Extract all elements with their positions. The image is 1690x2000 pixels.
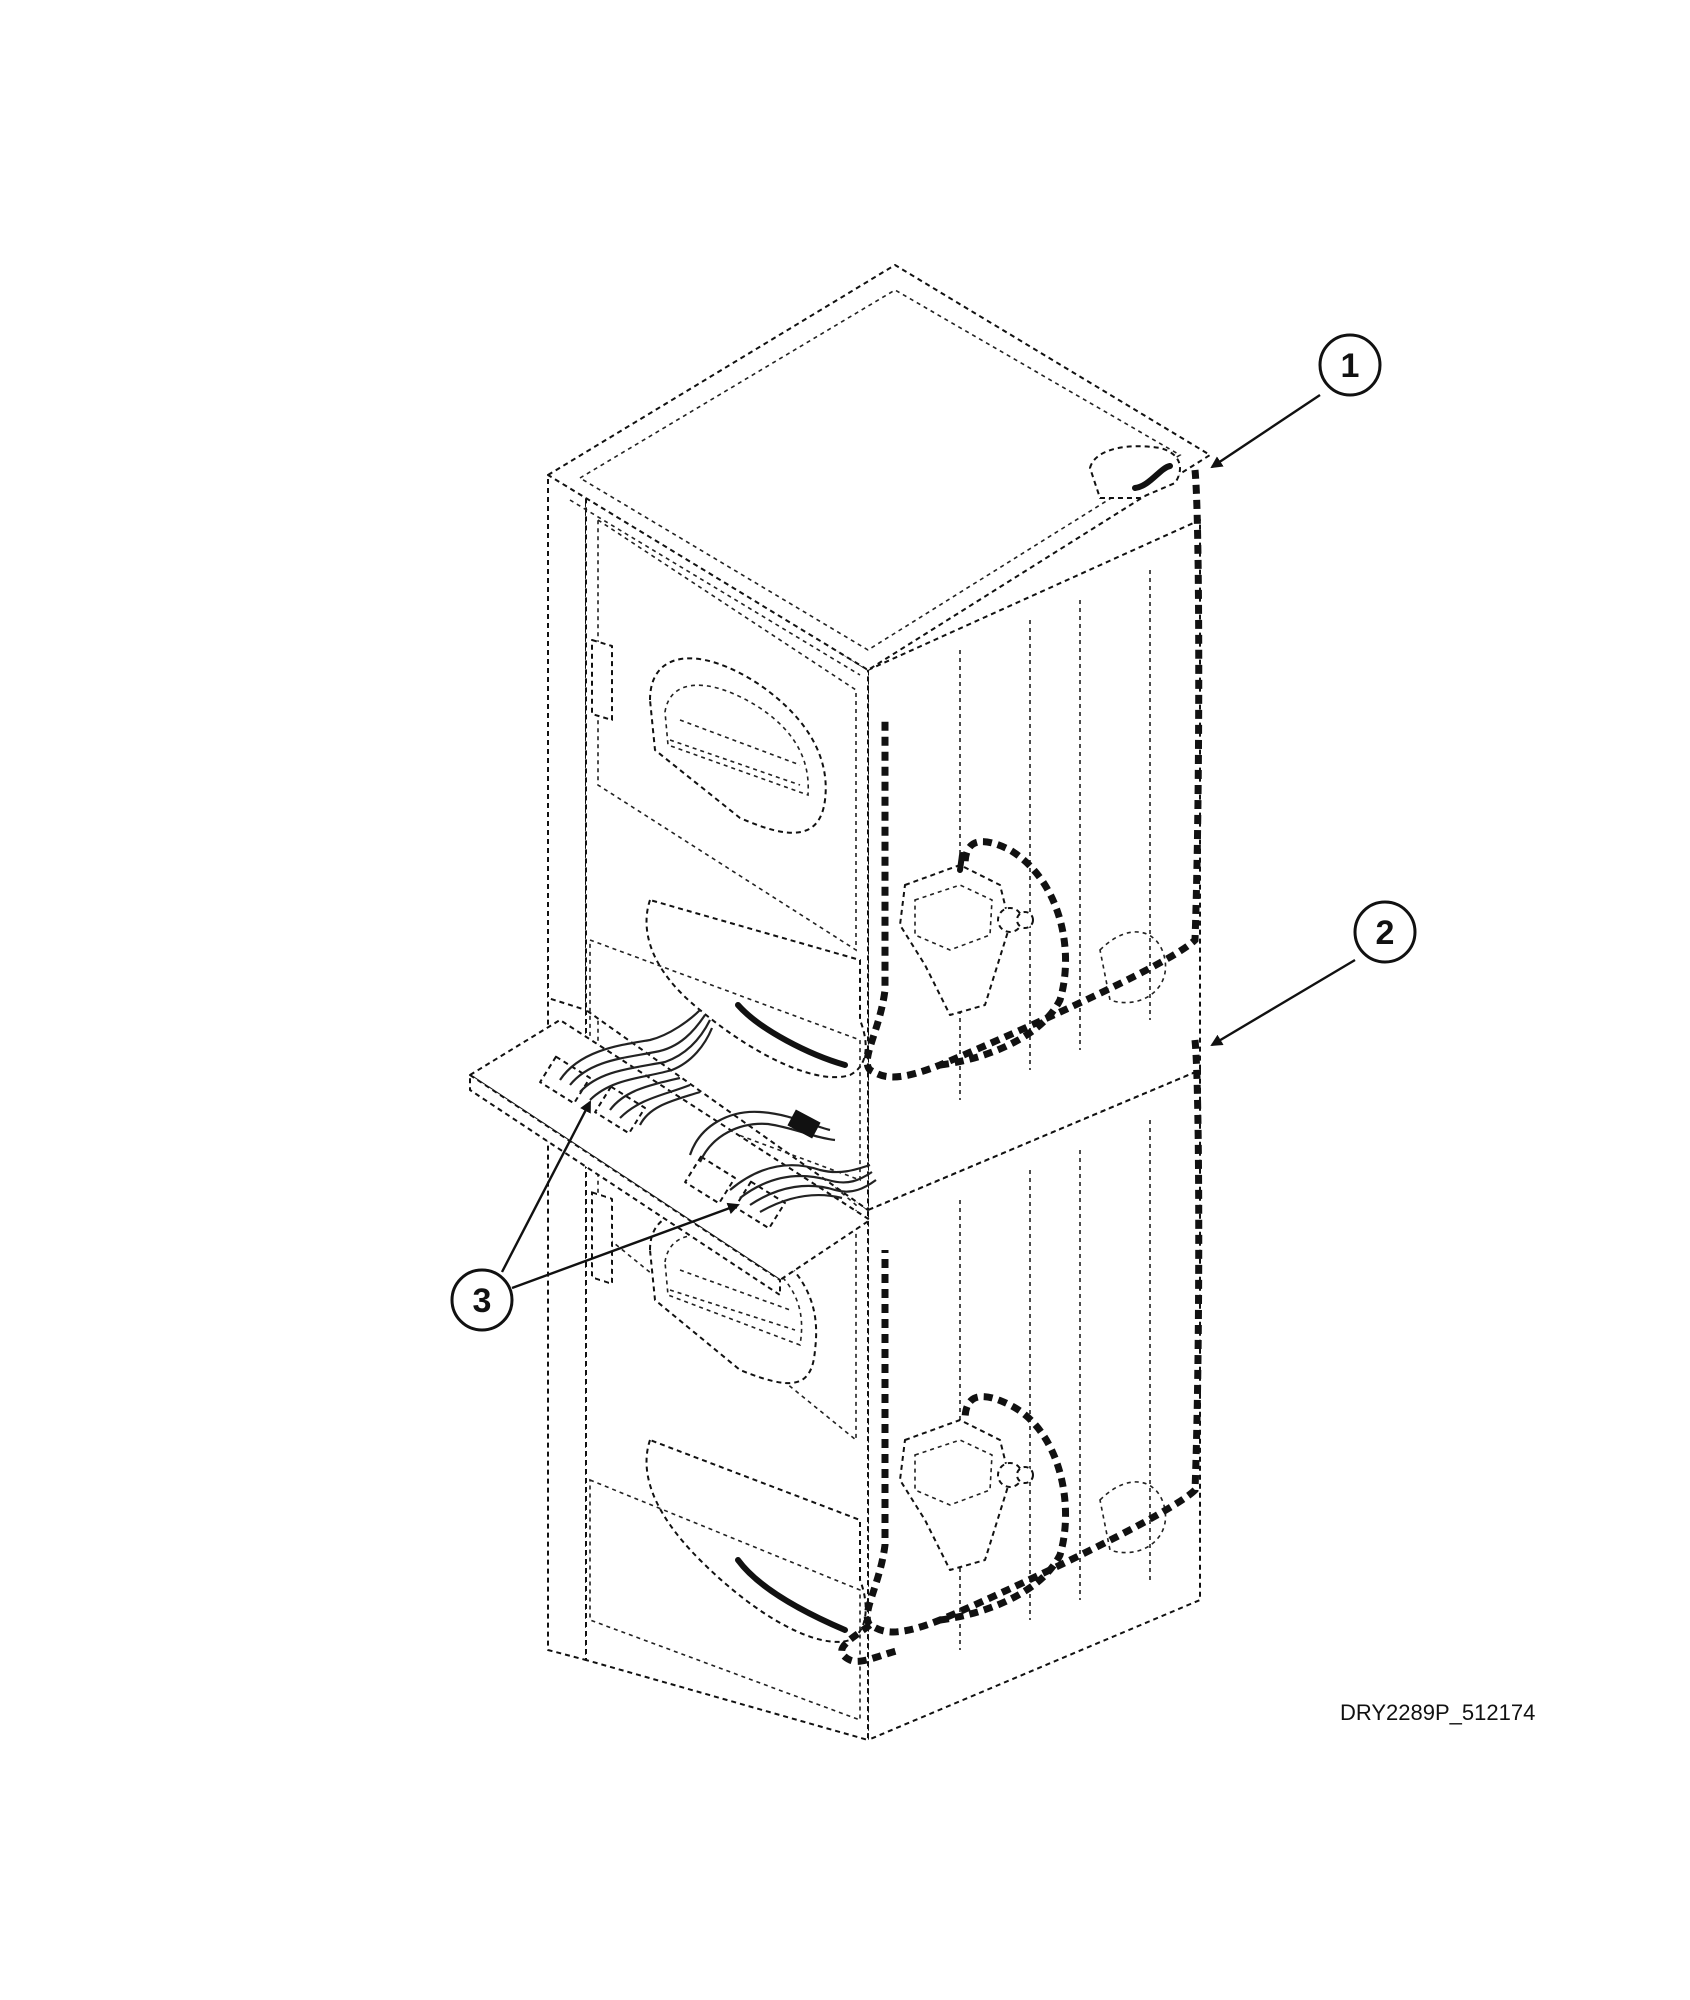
power-cord-route-lower: [735, 1039, 1203, 1665]
upper-dryer-motor: [899, 864, 1011, 1016]
callout-3: 3: [450, 1100, 740, 1332]
lower-dryer-control-slot: [591, 1191, 613, 1285]
upper-dryer-control-slot: [591, 639, 613, 721]
callout-2: 2: [1210, 900, 1417, 1047]
upper-dryer-lint-filter: [645, 899, 867, 1079]
callout-1-label: 1: [1341, 347, 1360, 385]
lower-dryer-lint-filter: [645, 1439, 867, 1643]
wire-harness-b: [688, 1109, 877, 1213]
upper-dryer-junction-box: [1089, 445, 1181, 499]
upper-dryer-door-window: [649, 657, 827, 834]
harness-connector-plug: [787, 1109, 821, 1139]
power-cord-route-upper: [735, 469, 1203, 1081]
figure-reference-code: DRY2289P_512174: [1340, 1700, 1535, 1725]
wire-harness-a: [559, 1009, 714, 1126]
callout-2-label: 2: [1376, 914, 1395, 952]
callout-3-label: 3: [473, 1282, 492, 1320]
harness-tray: [469, 1009, 877, 1296]
lower-dryer-motor: [899, 1419, 1011, 1571]
callout-1: 1: [1210, 333, 1382, 469]
upper-dryer: [547, 264, 1211, 1211]
